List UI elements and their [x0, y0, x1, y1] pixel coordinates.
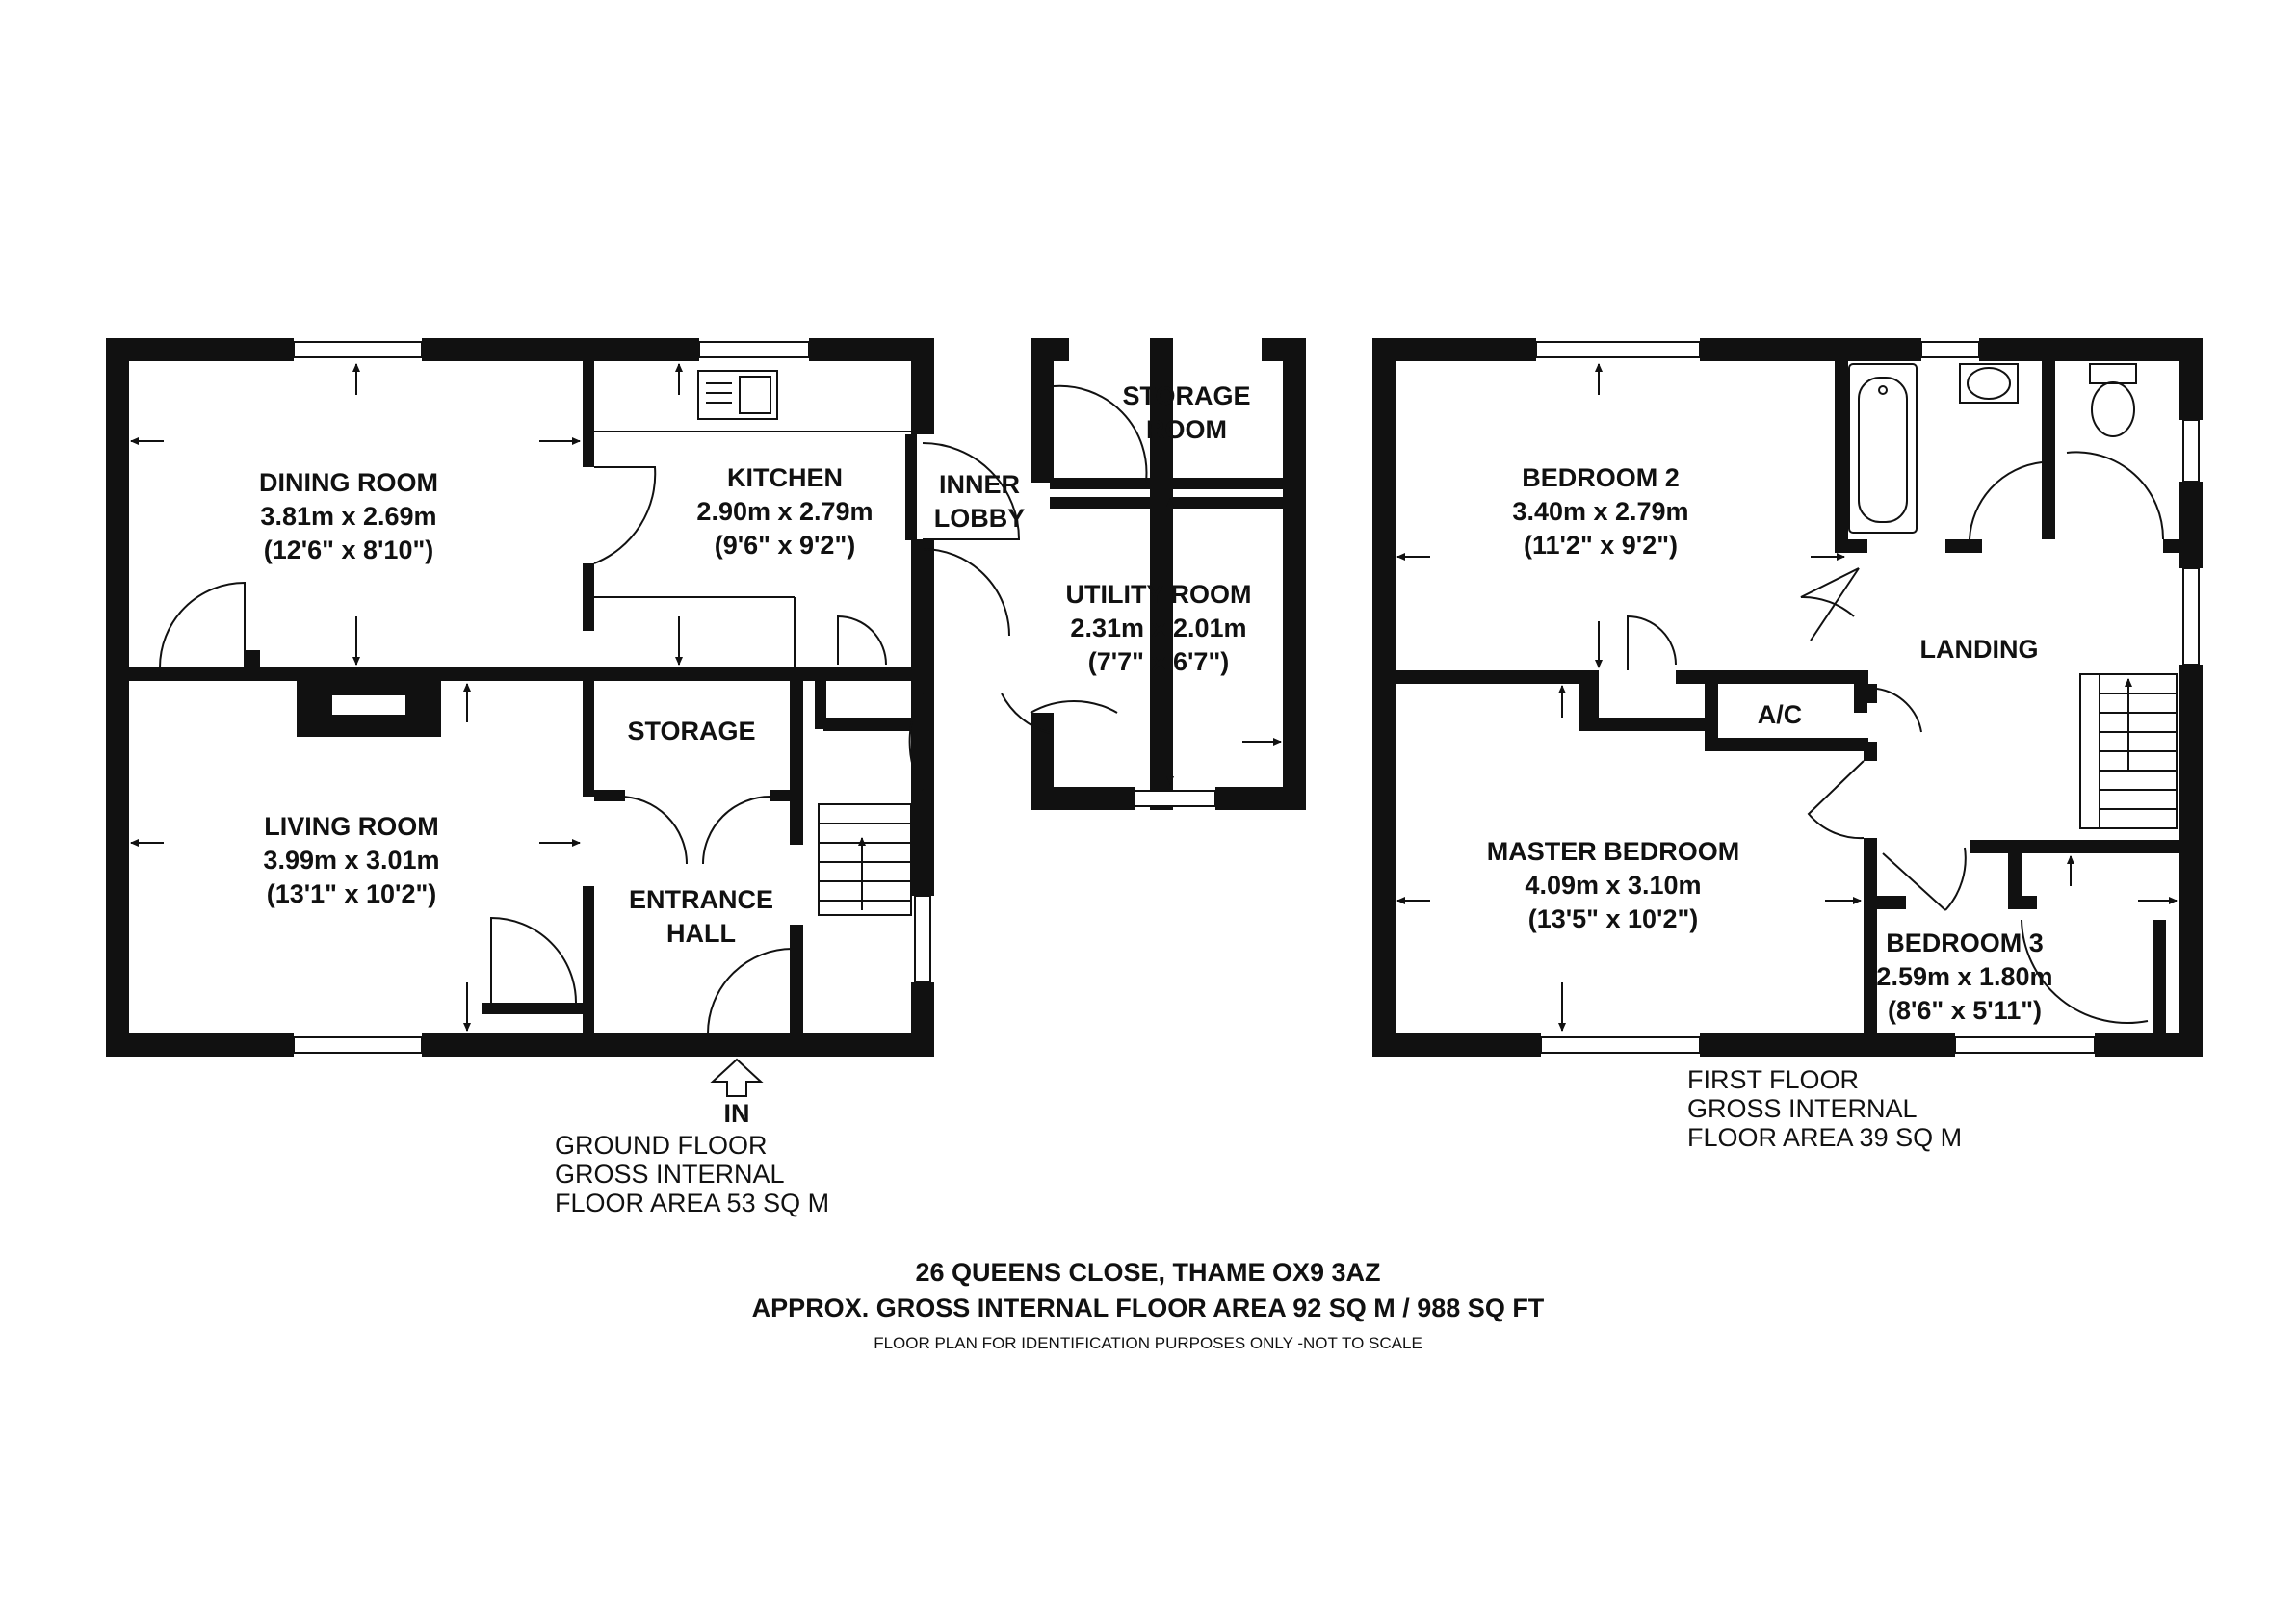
room-kitchen: KITCHEN 2.90m x 2.79m (9'6" x 9'2"): [696, 463, 873, 560]
first-floor-walls: [1372, 338, 2203, 1057]
window: [293, 341, 423, 358]
first-floor-caption: FIRST FLOOR GROSS INTERNAL FLOOR AREA 39…: [1687, 1065, 1962, 1152]
room-name-line2: ROOM: [1146, 415, 1227, 444]
dimension-arrows: [1396, 363, 2178, 1032]
toilet-icon: [2089, 363, 2137, 437]
plan-footer: 26 QUEENS CLOSE, THAME OX9 3AZ APPROX. G…: [752, 1258, 1545, 1352]
window: [293, 1036, 423, 1054]
ground-floor-walls: [106, 338, 1306, 1057]
washbasin-icon: [1959, 363, 2019, 404]
room-dimensions-metric: 3.99m x 3.01m: [263, 846, 439, 875]
dimension-arrows: [130, 363, 1282, 1032]
room-dimensions-imperial: (9'6" x 9'2"): [715, 531, 856, 560]
window: [1540, 1036, 1701, 1054]
room-name: KITCHEN: [727, 463, 843, 492]
room-dimensions-metric: 2.31m x 2.01m: [1070, 614, 1246, 642]
room-name: STORAGE: [627, 717, 755, 746]
room-dimensions-imperial: (11'2" x 9'2"): [1524, 531, 1678, 560]
room-dimensions-imperial: (13'1" x 10'2"): [267, 879, 437, 908]
room-name: A/C: [1758, 700, 1803, 729]
room-living: LIVING ROOM 3.99m x 3.01m (13'1" x 10'2"…: [263, 812, 439, 908]
room-name-line2: LOBBY: [934, 504, 1026, 533]
caption-line: FIRST FLOOR: [1687, 1065, 1859, 1094]
room-ac: A/C: [1758, 700, 1803, 729]
caption-line: FLOOR AREA 53 SQ M: [555, 1189, 829, 1217]
scale-disclaimer: FLOOR PLAN FOR IDENTIFICATION PURPOSES O…: [874, 1334, 1422, 1352]
entrance-arrow-icon: [710, 1058, 764, 1097]
room-dining: DINING ROOM 3.81m x 2.69m (12'6" x 8'10"…: [259, 468, 438, 564]
window: [1134, 790, 1216, 807]
room-dimensions-imperial: (7'7" x 6'7"): [1088, 647, 1230, 676]
room-utility: UTILITY ROOM 2.31m x 2.01m (7'7" x 6'7"): [1066, 580, 1252, 676]
window: [1954, 1036, 2096, 1054]
room-dimensions-imperial: (12'6" x 8'10"): [264, 536, 434, 564]
caption-line: GROSS INTERNAL: [555, 1160, 785, 1189]
caption-line: GROUND FLOOR: [555, 1131, 768, 1160]
window: [2182, 419, 2200, 483]
staircase-icon: [2079, 673, 2178, 829]
room-dimensions-metric: 2.59m x 1.80m: [1876, 962, 2052, 991]
room-name: MASTER BEDROOM: [1487, 837, 1740, 866]
room-dimensions-metric: 2.90m x 2.79m: [696, 497, 873, 526]
caption-line: FLOOR AREA 39 SQ M: [1687, 1123, 1962, 1152]
room-entrance-hall: ENTRANCE HALL: [629, 885, 773, 948]
room-storage: STORAGE: [627, 717, 755, 746]
room-name-line1: ENTRANCE: [629, 885, 773, 914]
room-name-line1: STORAGE: [1122, 381, 1250, 410]
room-name: LIVING ROOM: [264, 812, 439, 841]
door-swings: [159, 384, 1148, 1034]
fireplace-icon: [297, 679, 441, 737]
room-name-line1: INNER: [939, 470, 1020, 499]
room-name: UTILITY ROOM: [1066, 580, 1252, 609]
total-floor-area: APPROX. GROSS INTERNAL FLOOR AREA 92 SQ …: [752, 1294, 1545, 1322]
room-landing: LANDING: [1920, 635, 2039, 664]
room-storage-room: STORAGE ROOM: [1122, 381, 1250, 444]
bathtub-icon: [1848, 363, 1918, 534]
kitchen-sink-icon: [697, 370, 778, 420]
room-dimensions-metric: 3.40m x 2.79m: [1512, 497, 1688, 526]
room-name: BEDROOM 2: [1522, 463, 1680, 492]
window: [1535, 341, 1701, 358]
window: [914, 895, 931, 983]
room-inner-lobby: INNER LOBBY: [934, 470, 1026, 533]
entrance-label: IN: [724, 1099, 750, 1128]
property-address: 26 QUEENS CLOSE, THAME OX9 3AZ: [915, 1258, 1380, 1287]
window: [2182, 567, 2200, 666]
door-swings: [1627, 451, 2165, 1024]
room-name-line2: HALL: [666, 919, 736, 948]
room-name: LANDING: [1920, 635, 2039, 664]
room-dimensions-metric: 4.09m x 3.10m: [1525, 871, 1701, 900]
window: [1920, 341, 1980, 358]
room-bedroom-2: BEDROOM 2 3.40m x 2.79m (11'2" x 9'2"): [1512, 463, 1688, 560]
ground-floor-plan: IN DINING ROOM 3.81m x 2.69m (12'6" x 8'…: [106, 338, 1306, 1217]
room-bedroom-3: BEDROOM 3 2.59m x 1.80m (8'6" x 5'11"): [1876, 929, 2052, 1025]
room-dimensions-metric: 3.81m x 2.69m: [260, 502, 436, 531]
window: [698, 341, 810, 358]
first-floor-plan: BEDROOM 2 3.40m x 2.79m (11'2" x 9'2") L…: [1372, 338, 2203, 1152]
room-dimensions-imperial: (8'6" x 5'11"): [1888, 996, 2042, 1025]
room-dimensions-imperial: (13'5" x 10'2"): [1528, 904, 1699, 933]
caption-line: GROSS INTERNAL: [1687, 1094, 1918, 1123]
room-master-bedroom: MASTER BEDROOM 4.09m x 3.10m (13'5" x 10…: [1487, 837, 1740, 933]
room-name: DINING ROOM: [259, 468, 438, 497]
staircase-icon: [818, 803, 912, 916]
ground-floor-caption: GROUND FLOOR GROSS INTERNAL FLOOR AREA 5…: [555, 1131, 829, 1217]
room-name: BEDROOM 3: [1886, 929, 2044, 957]
